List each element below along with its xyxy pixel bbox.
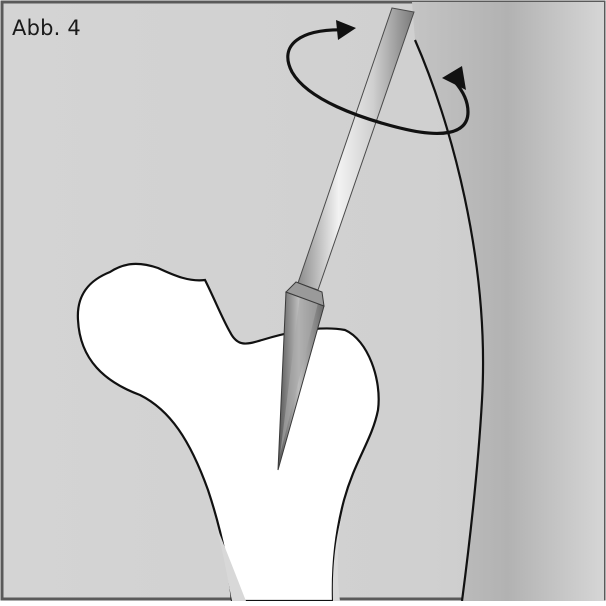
figure-label: Abb. 4 (12, 16, 81, 40)
